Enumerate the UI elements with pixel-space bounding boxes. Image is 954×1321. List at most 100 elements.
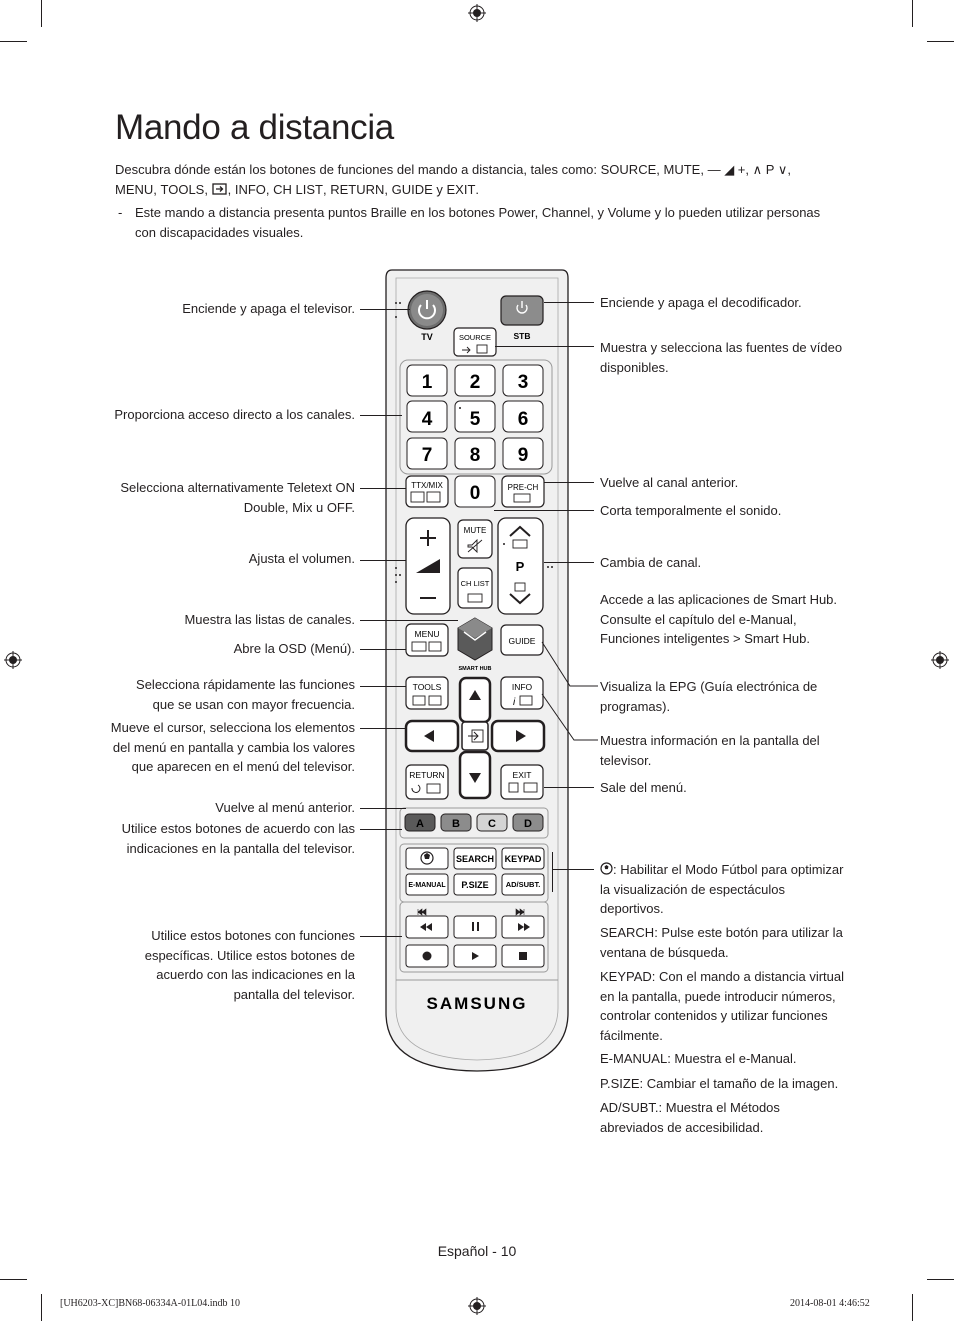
leader-line [495,346,594,347]
menu-button [405,623,449,657]
leader-line [360,829,402,830]
psize-label: P.SIZE [461,880,488,890]
emanual-label: E-MANUAL [408,882,446,889]
label-volume: Ajusta el volumen. [248,551,355,566]
label-color-buttons: Utilice estos botones de acuerdo con las… [121,821,355,856]
label-media-buttons: Utilice estos botones con funciones espe… [144,928,355,1002]
color-button-c [476,813,508,832]
leader-line [544,787,594,788]
leader-line [360,728,406,729]
intro-text: Descubra dónde están los botones de func… [115,162,601,177]
digit-4: 4 [422,409,433,430]
chlist-label: CH LIST [461,579,490,588]
tv-label: TV [421,332,433,342]
prech-label: PRE-CH [508,483,539,492]
digit-2: 2 [470,372,481,393]
leader-bracket [552,852,553,892]
emanual-text: . [792,1051,797,1066]
guide-epg: EPG [669,679,697,694]
label-mute: Corta temporalmente el sonido. [600,503,782,518]
adsubt-button [501,873,545,896]
adsubt-text: : Muestra el [658,1100,731,1115]
remote-control-illustration: TV STB SOURCE 1 2 3 4 5 6 7 8 9 0 TTX/MI… [385,269,569,1072]
label-keypad: KEYPAD: Con el mando a distancia virtual… [600,967,845,1045]
label-stb-power: Enciende y apaga el decodificador. [600,295,802,310]
chlist-button [457,567,493,609]
info-button [500,676,544,710]
remote-body [385,269,569,1072]
number-pad: 1 2 3 4 5 6 7 8 9 0 [406,364,544,508]
guide-text: Visualiza la [600,679,670,694]
crop-mark [927,41,954,42]
channel-symbol: ∧ P ∨ [752,162,788,177]
adsubt-text: . [759,1119,764,1135]
digit-8: 8 [470,445,481,466]
football-text: : Habilitar el [613,862,686,877]
label-search: SEARCH: Pulse este botón para utilizar l… [600,923,845,962]
label-guide: Visualiza la EPG (Guía electrónica de pr… [600,677,845,716]
volume-symbol: — ◢ + [707,162,746,177]
emanual-key: E-MANUAL [600,1051,668,1066]
crop-mark [912,0,913,27]
color-b-label: B [452,818,460,830]
info-label: INFO [512,682,533,692]
leader-line [541,641,598,687]
label-number-keys: Proporciona acceso directo a los canales… [114,407,355,422]
psize-key: P.SIZE [600,1076,640,1091]
digit-0: 0 [470,483,481,504]
svg-text:i: i [513,697,516,708]
color-button-b [440,813,472,832]
crop-mark [912,1294,913,1321]
menu-label: MENU [414,629,439,639]
ttx-label: TTX/MIX [411,481,443,490]
guide-label: GUIDE [509,636,536,646]
brand-logo: SAMSUNG [427,994,528,1013]
crop-mark [41,1294,42,1321]
label-ch-list: Muestra las listas de canales. [184,612,355,627]
key-info: INFO [234,181,266,197]
smarthub-menu: Funciones inteligentes [600,631,730,646]
smarthub-sep: > [729,631,745,646]
leader-line [360,808,406,809]
stb-label: STB [514,331,531,341]
psize-text: : Cambiar el tamaño de la imagen. [639,1076,839,1091]
label-navigation: Mueve el cursor, selecciona los elemento… [110,720,355,774]
prech-button [501,475,545,508]
intro-paragraph: Descubra dónde están los botones de func… [115,162,791,197]
note-y: , y [590,205,608,220]
label-psize: P.SIZE: Cambiar el tamaño de la imagen. [600,1074,845,1094]
crop-mark [41,0,42,27]
leader-line [494,510,594,511]
leader-line [360,488,406,489]
key-menu: MENU [115,181,154,197]
source-label: SOURCE [459,333,491,342]
label-menu: Abre la OSD (Menú). [233,641,355,656]
leader-line [360,560,406,561]
guide-button [500,624,544,656]
key-mute: MUTE [663,162,701,177]
adsubt-label: AD/SUBT. [506,880,541,889]
mute-label: MUTE [464,526,487,535]
label-football: : Habilitar el Modo Fútbol para optimiza… [600,860,845,919]
label-ttx-mix: Selecciona alternativamente Teletext ON … [120,480,355,515]
braille-note-text: Este mando a distancia presenta puntos B… [135,205,821,240]
tools-label: TOOLS [413,682,442,692]
label-exit: Sale del menú. [600,780,687,795]
smarthub-text: Accede a las aplicaciones de [600,592,772,607]
digit-6: 6 [518,409,529,430]
search-label: SEARCH [456,854,494,864]
label-tv-power: Enciende y apaga el televisor. [182,301,355,316]
note-channel: Channel [541,205,591,220]
keypad-text: : Con el mando a distancia virtual en la… [600,969,844,1043]
page-title: Mando a distancia [115,108,394,147]
color-c-label: C [488,818,496,830]
color-a-label: A [416,818,424,830]
ttx-mix-button [405,475,449,508]
label-channel: Cambia de canal. [600,555,702,570]
key-tools: TOOLS [160,181,205,197]
color-button-a [404,813,436,832]
stb-power-button [500,295,544,326]
source-button [453,327,497,357]
color-d-label: D [524,818,532,830]
emanual-button [405,873,449,896]
